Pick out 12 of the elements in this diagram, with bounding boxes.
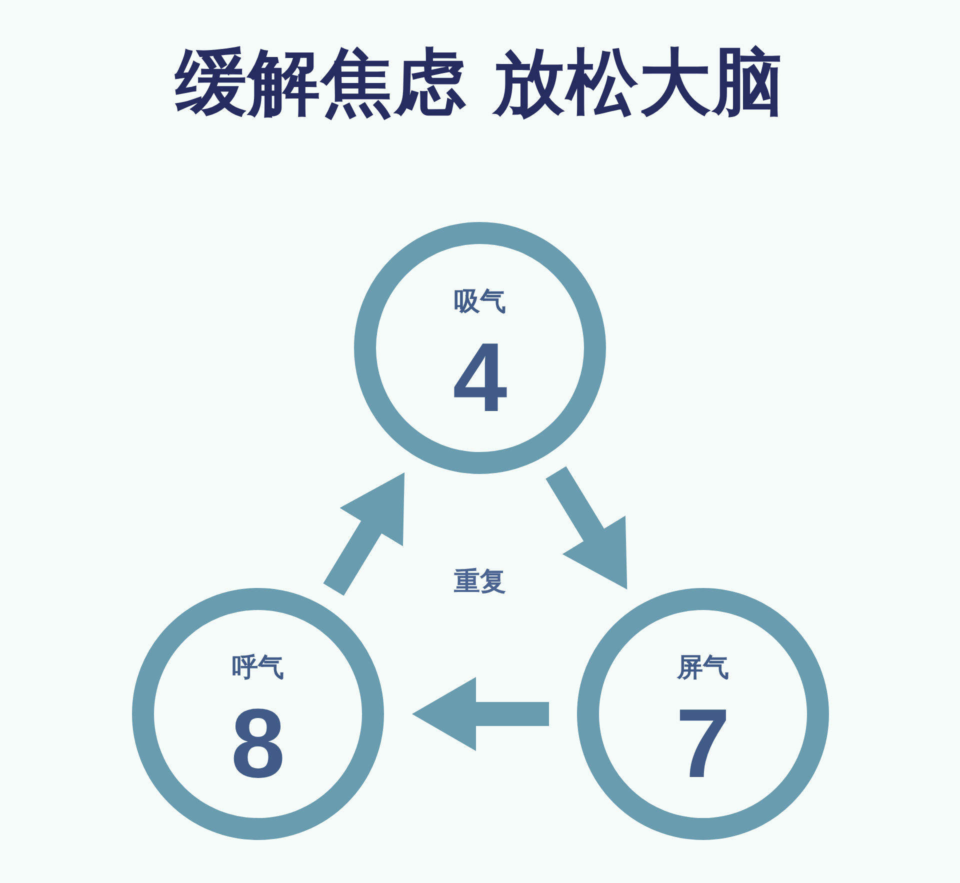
circle-node <box>354 222 606 474</box>
step-label: 呼气 <box>232 655 284 681</box>
circle-node <box>132 588 384 840</box>
cycle-label: 重复 <box>454 569 506 595</box>
circle-node <box>577 588 829 840</box>
arrow <box>412 677 549 751</box>
step-label: 吸气 <box>454 289 506 315</box>
title: 缓解焦虑 放松大脑 <box>174 40 786 124</box>
count-number: 4 <box>452 328 508 426</box>
count-number: 7 <box>676 694 730 792</box>
count-number: 8 <box>230 694 286 792</box>
step-label: 屏气 <box>677 655 729 681</box>
